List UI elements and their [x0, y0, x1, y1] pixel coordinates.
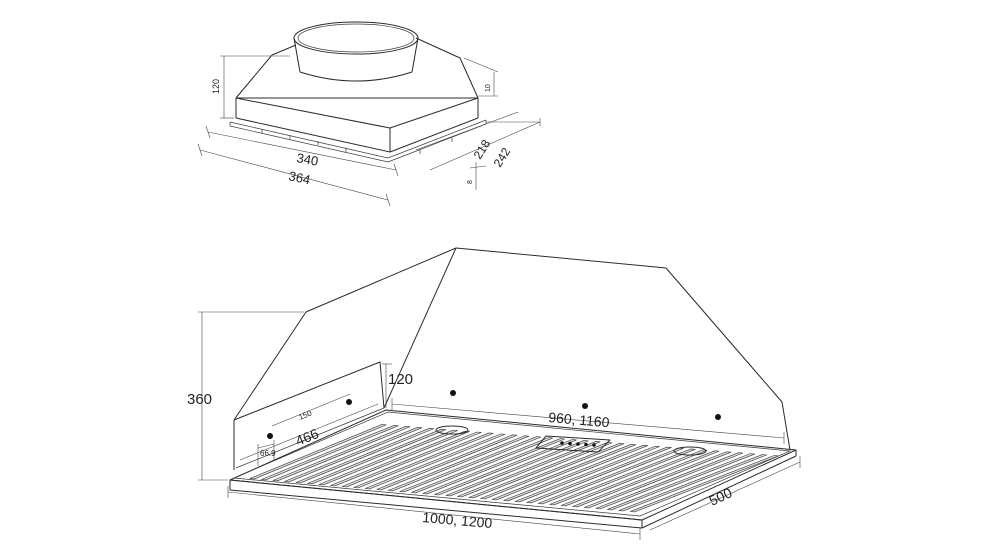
insert-box	[229, 37, 487, 163]
baffle-slat	[295, 427, 435, 484]
control-button-icon	[560, 441, 564, 445]
baffle-slat	[353, 432, 494, 489]
mounting-hole	[450, 390, 456, 396]
dim-label-8: 8	[467, 180, 474, 184]
baffle-slat	[261, 425, 399, 481]
baffle-slat	[249, 424, 387, 480]
dim-label-340: 340	[295, 150, 319, 169]
baffle-slat	[422, 438, 565, 495]
control-button-icon	[592, 443, 596, 447]
lamp-right	[673, 446, 707, 456]
baffle-slat	[514, 445, 660, 503]
baffle-slat	[388, 435, 530, 492]
baffle-slat	[457, 441, 601, 498]
mounting-hole	[715, 414, 721, 420]
baffle-slat	[607, 453, 755, 511]
dim-label-1000-1200: 1000, 1200	[422, 509, 493, 531]
baffle-slat	[595, 452, 744, 510]
insert-module-view: 120 340 364 218 242 8 10	[197, 21, 541, 207]
baffle-slat	[630, 455, 779, 513]
baffle-slat	[537, 447, 684, 505]
dim-label-150: 150	[297, 408, 313, 422]
baffle-slat	[364, 433, 506, 490]
dim-label-66-9: 66.9	[260, 449, 276, 458]
baffle-slat	[341, 431, 482, 488]
control-button-icon	[584, 442, 588, 447]
baffle-slat	[411, 437, 553, 494]
baffle-slat	[307, 428, 446, 485]
baffle-slat	[284, 426, 423, 483]
baffle-slat	[526, 446, 672, 504]
dim-label-364: 364	[287, 168, 311, 187]
canopy-body	[233, 247, 791, 470]
baffle-slat	[618, 454, 767, 512]
dim-label-360: 360	[187, 391, 212, 408]
mounting-holes	[267, 390, 721, 439]
dim-label-120-top: 120	[211, 79, 221, 94]
baffle-slat	[491, 443, 637, 501]
insert-dimension-labels: 120 340 364 218 242 8 10	[211, 79, 513, 187]
canopy-view: 360 120 150 466 66.9 960, 1160 1000, 120…	[187, 247, 801, 540]
lamp-left	[435, 425, 469, 435]
dim-label-500: 500	[707, 484, 735, 508]
baffle-slat	[468, 442, 613, 499]
control-panel	[535, 435, 611, 453]
control-button-icon	[576, 442, 580, 446]
duct-collar	[293, 21, 419, 82]
dim-label-960-1160: 960, 1160	[548, 409, 611, 430]
mounting-hole	[267, 433, 273, 439]
dim-label-10: 10	[485, 84, 492, 92]
baffle-slat	[376, 434, 518, 491]
dim-label-120-main: 120	[388, 371, 413, 388]
dim-label-242: 242	[491, 145, 514, 170]
control-button-icon	[568, 441, 572, 446]
baffle-slat	[445, 440, 589, 497]
baffle-slat	[330, 430, 470, 487]
mounting-hole	[582, 403, 588, 409]
canopy-dimensions	[198, 311, 801, 540]
dim-label-218: 218	[471, 137, 494, 162]
insert-dimensions	[197, 55, 541, 207]
baffle-slat	[503, 444, 648, 502]
baffle-slat	[272, 426, 411, 482]
baffle-slat	[549, 448, 696, 506]
baffle-slat	[399, 436, 542, 493]
baffle-slat	[480, 442, 625, 500]
baffle-frame	[229, 409, 797, 529]
mounting-hole	[346, 399, 352, 405]
baffle-slat	[434, 439, 577, 496]
baffle-slat	[318, 429, 458, 486]
baffle-slat	[572, 450, 720, 508]
baffle-slats	[249, 424, 779, 513]
baffle-slat	[584, 451, 732, 509]
